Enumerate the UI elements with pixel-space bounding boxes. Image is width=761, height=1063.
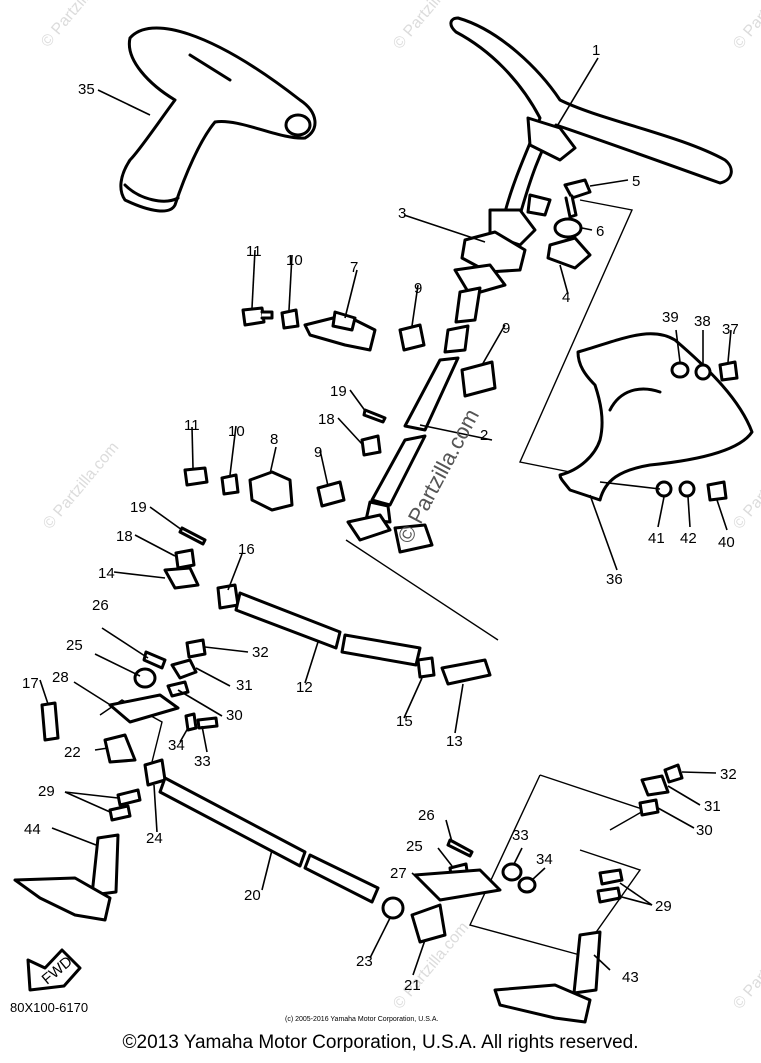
handlebar-clamp-parts xyxy=(546,178,592,270)
callout-29: 29 xyxy=(38,783,55,800)
upper-bracket-3 xyxy=(460,230,527,274)
callout-14: 14 xyxy=(98,565,115,582)
callout-1: 1 xyxy=(592,42,600,59)
callout-33: 33 xyxy=(194,753,211,770)
callout-30: 30 xyxy=(696,822,713,839)
watermark-text: © Partzilla.com xyxy=(730,0,761,53)
callout-18: 18 xyxy=(318,411,335,428)
callout-42: 42 xyxy=(680,530,697,547)
callout-44: 44 xyxy=(24,821,41,838)
watermark-text: © Partzilla.com xyxy=(730,919,761,1013)
callout-37: 37 xyxy=(722,321,739,338)
callout-19: 19 xyxy=(330,383,347,400)
callout-25: 25 xyxy=(66,637,83,654)
leader-lines xyxy=(39,57,732,976)
watermark-text: © Partzilla.com xyxy=(38,0,120,51)
diagram-code: 80X100-6170 xyxy=(10,1000,88,1015)
callout-19: 19 xyxy=(130,499,147,516)
callout-2: 2 xyxy=(480,427,488,444)
callout-9: 9 xyxy=(314,444,322,461)
callout-labels: 1 2 3 4 5 6 7 8 9 9 9 10 10 11 11 12 13 … xyxy=(22,42,739,994)
callout-26: 26 xyxy=(418,807,435,824)
callout-43: 43 xyxy=(622,969,639,986)
callout-11: 11 xyxy=(246,243,262,260)
callout-36: 36 xyxy=(606,571,623,588)
right-arm-assembly xyxy=(413,763,684,904)
callout-9: 9 xyxy=(502,320,510,337)
cover-fasteners xyxy=(655,360,739,502)
callout-18: 18 xyxy=(116,528,133,545)
callout-39: 39 xyxy=(662,309,679,326)
forward-arrow: FWD xyxy=(26,948,82,992)
callout-16: 16 xyxy=(238,541,255,558)
callout-5: 5 xyxy=(632,173,640,190)
small-copyright: (c) 2005-2016 Yamaha Motor Corporation, … xyxy=(285,1016,438,1023)
callout-34: 34 xyxy=(168,737,185,754)
callout-38: 38 xyxy=(694,313,711,330)
watermark-text: © Partzilla.com xyxy=(40,439,122,533)
callout-32: 32 xyxy=(720,766,737,783)
callout-26: 26 xyxy=(92,597,109,614)
callout-24: 24 xyxy=(146,830,163,847)
callout-31: 31 xyxy=(704,798,721,815)
callout-22: 22 xyxy=(64,744,81,761)
callout-17: 17 xyxy=(22,675,39,692)
callout-4: 4 xyxy=(562,289,570,306)
footer-copyright: ©2013 Yamaha Motor Corporation, U.S.A. A… xyxy=(122,1032,639,1053)
column-brackets xyxy=(248,310,497,512)
callout-6: 6 xyxy=(596,223,604,240)
callout-21: 21 xyxy=(404,977,421,994)
callout-34: 34 xyxy=(536,851,553,868)
callout-28: 28 xyxy=(52,669,69,686)
callout-10: 10 xyxy=(228,423,245,440)
callout-40: 40 xyxy=(718,534,735,551)
callout-41: 41 xyxy=(648,530,665,547)
callout-33: 33 xyxy=(512,827,529,844)
upper-tie-rod xyxy=(163,566,492,686)
callout-25: 25 xyxy=(406,838,423,855)
callout-15: 15 xyxy=(396,713,413,730)
callout-12: 12 xyxy=(296,679,313,696)
nuts-pins-18-19 xyxy=(174,408,387,570)
callout-8: 8 xyxy=(270,431,278,448)
callout-20: 20 xyxy=(244,887,261,904)
callout-29: 29 xyxy=(655,898,672,915)
callout-10: 10 xyxy=(286,252,303,269)
steering-column-2 xyxy=(346,263,507,554)
watermark-text: © Partzilla.com xyxy=(730,439,761,533)
knuckle-43 xyxy=(493,930,602,1024)
callout-11: 11 xyxy=(184,417,200,434)
bolts-10-11 xyxy=(183,306,300,496)
knuckle-44 xyxy=(13,833,120,922)
left-arm-assembly xyxy=(40,638,219,822)
callout-35: 35 xyxy=(78,81,95,98)
front-cowl-35 xyxy=(119,26,317,213)
callout-23: 23 xyxy=(356,953,373,970)
callout-13: 13 xyxy=(446,733,463,750)
callout-31: 31 xyxy=(236,677,253,694)
lower-tie-rod xyxy=(158,776,447,944)
callout-3: 3 xyxy=(398,205,406,222)
handle-cover-36 xyxy=(558,332,754,502)
callout-32: 32 xyxy=(252,644,269,661)
callout-7: 7 xyxy=(350,259,358,276)
callout-30: 30 xyxy=(226,707,243,724)
callout-9: 9 xyxy=(414,280,422,297)
callout-27: 27 xyxy=(390,865,407,882)
